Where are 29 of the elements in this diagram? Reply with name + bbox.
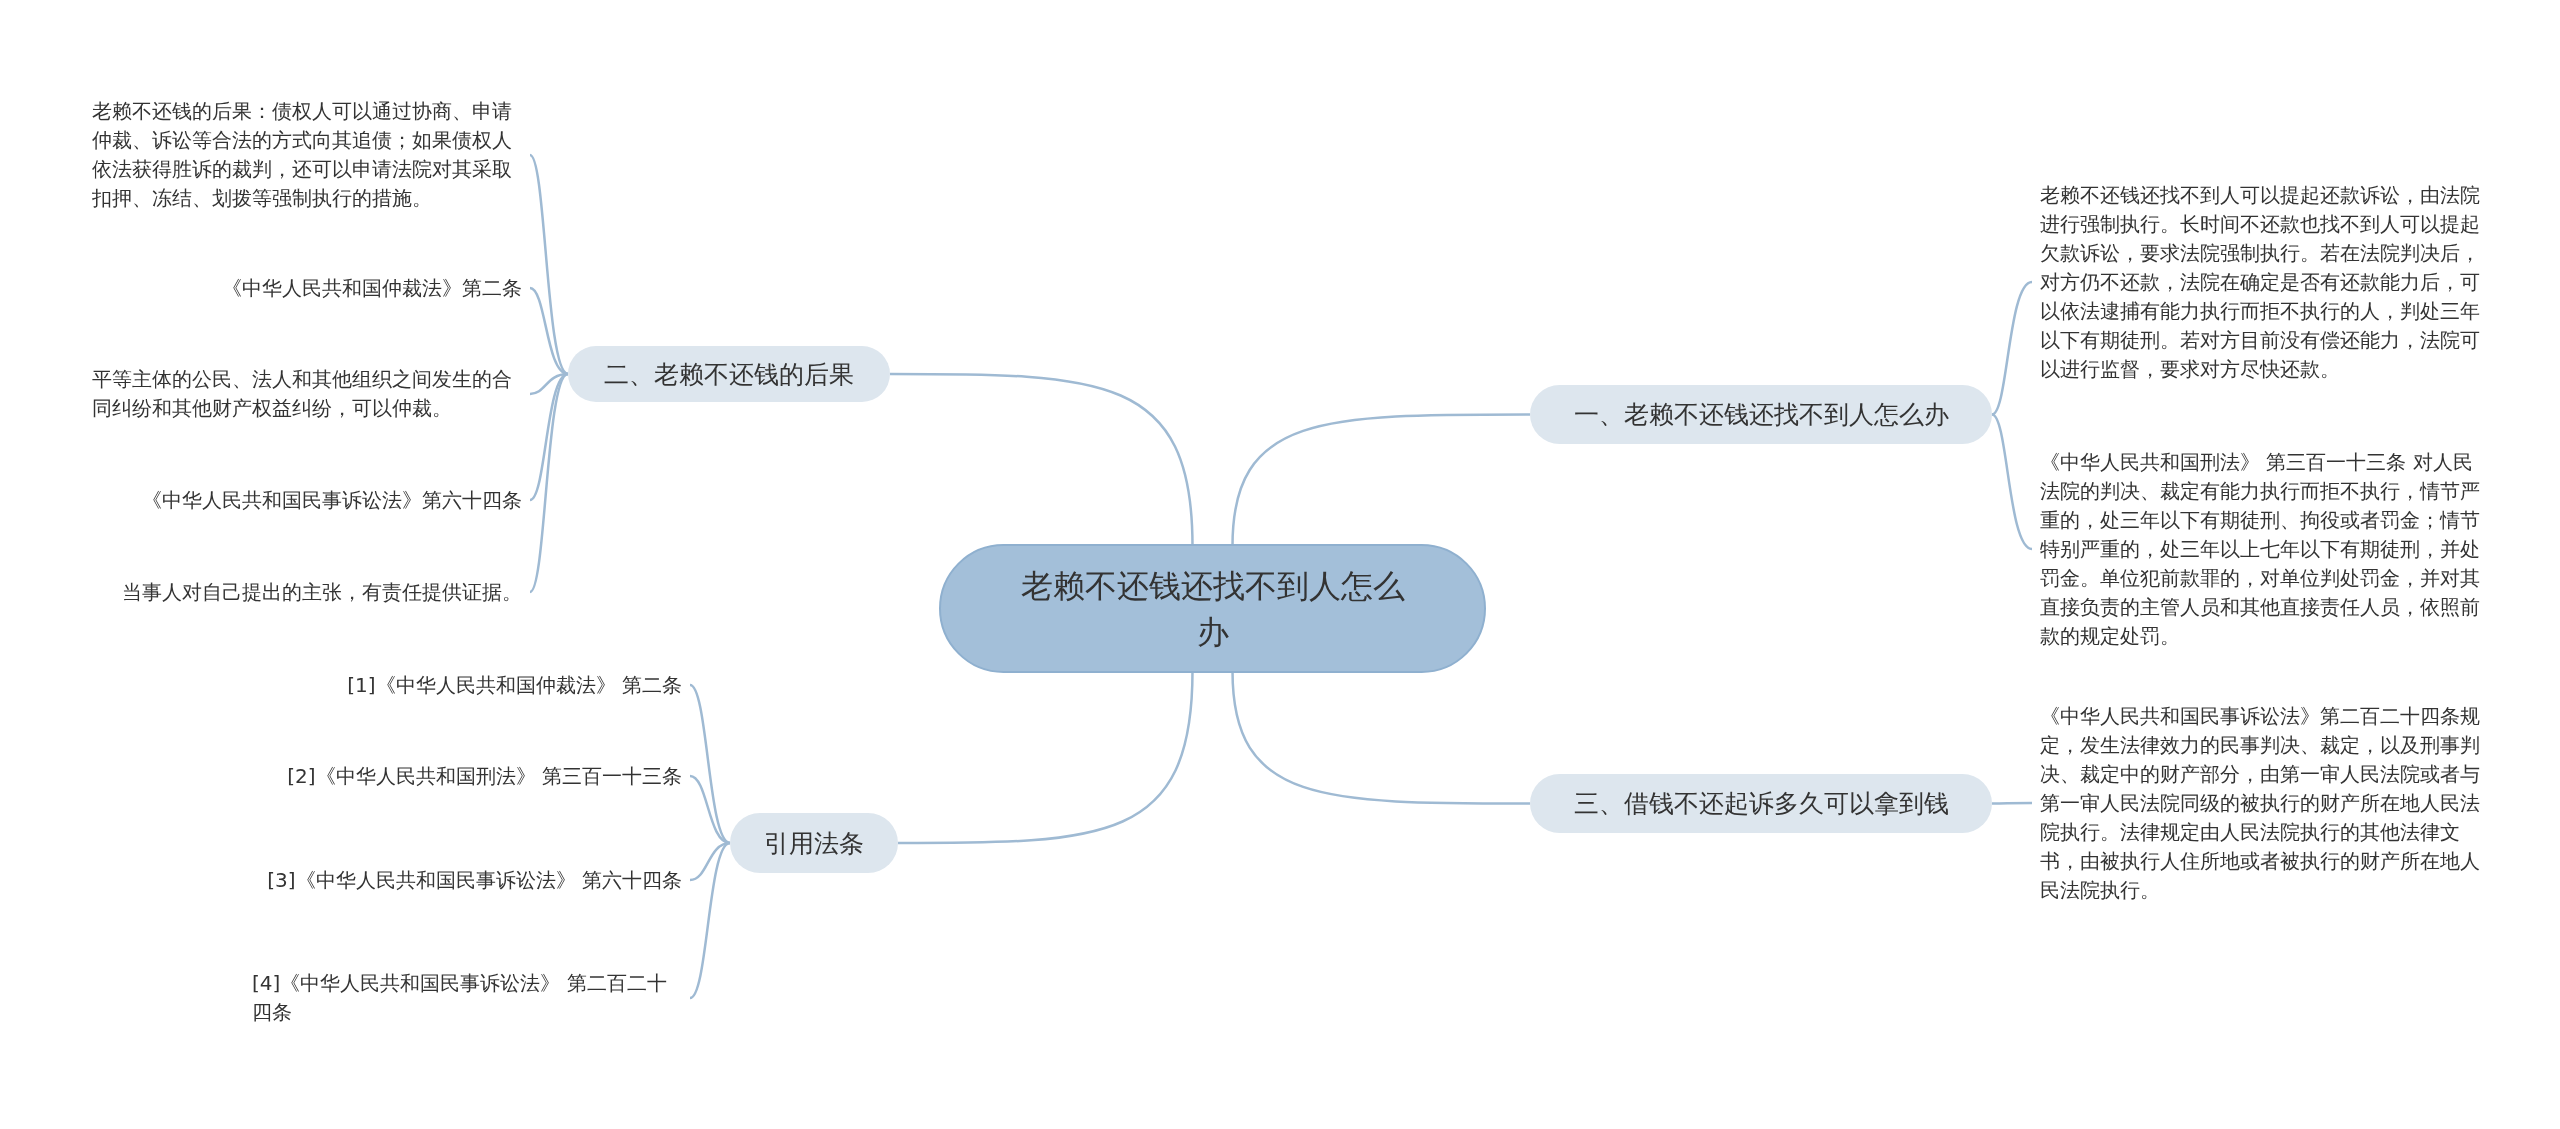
topic-box: 三、借钱不还起诉多久可以拿到钱: [1530, 774, 1992, 833]
connector-line: [1991, 413, 2033, 551]
connector-line: [689, 774, 731, 845]
connector-line: [1991, 280, 2033, 416]
note-text: 老赖不还钱的后果：债权人可以通过协商、申请仲裁、诉讼等合法的方式向其追债；如果债权人依法获得胜诉的裁判，还可以申请法院对其采取扣押、冻结、划拨等强制执行的措施。: [92, 97, 522, 213]
note-text: [1]《中华人民共和国仲裁法》 第二条: [347, 670, 682, 700]
note-text: 当事人对自己提出的主张，有责任提供证据。: [122, 577, 522, 607]
note-text: 平等主体的公民、法人和其他组织之间发生的合同纠纷和其他财产权益纠纷，可以仲裁。: [92, 365, 522, 423]
note-text: 《中华人民共和国民事诉讼法》第六十四条: [142, 485, 522, 515]
note-text: 《中华人民共和国民事诉讼法》第二百二十四条规定，发生法律效力的民事判决、裁定，以及刑事判决、裁定中的财产部分，由第一审人民法院或者与第一审人民法院同级的被执行的财产所在地人民法院执行。法律规定由人民法院执行的其他法律文书，由被执行人住所地或者被执行的财产所在地人民法院执行。: [2040, 701, 2480, 905]
note-text: [3]《中华人民共和国民事诉讼法》 第六十四条: [267, 865, 682, 895]
connector-line: [1231, 670, 1530, 805]
topic-box: 二、老赖不还钱的后果: [568, 346, 890, 402]
topic-box: 一、老赖不还钱还找不到人怎么办: [1530, 385, 1992, 444]
connector-line: [1231, 413, 1530, 547]
note-text: [4]《中华人民共和国民事诉讼法》 第二百二十四条: [252, 969, 682, 1027]
connector-line: [529, 372, 569, 502]
connector-line: [689, 841, 731, 999]
central-topic-box: 老赖不还钱还找不到人怎么办: [939, 544, 1486, 673]
note-text: 《中华人民共和国仲裁法》第二条: [222, 273, 522, 303]
connector-line: [529, 154, 569, 375]
connector-line: [890, 372, 1194, 547]
note-text: [2]《中华人民共和国刑法》 第三百一十三条: [287, 761, 682, 791]
note-text: 老赖不还钱还找不到人可以提起还款诉讼，由法院进行强制执行。长时间不还款也找不到人可以提起欠款诉讼，要求法院强制执行。若在法院判决后，对方仍不还款，法院在确定是否有还款能力后，可以依法逮捕有能力执行而拒不执行的人，判处三年以下有期徒刑。若对方目前没有偿还能力，法院可以进行监督，要求对方尽快还款。: [2040, 180, 2480, 384]
topic-box: 引用法条: [730, 813, 898, 873]
connector-line: [1992, 801, 2032, 805]
connector-line: [529, 373, 569, 593]
note-text: 《中华人民共和国刑法》 第三百一十三条 对人民法院的判决、裁定有能力执行而拒不执行，情节严重的，处三年以下有期徒刑、拘役或者罚金；情节特别严重的，处三年以上七年以下有期徒刑，并处罚金。单位犯前款罪的，对单位判处罚金，并对其直接负责的主管人员和其他直接责任人员，依照前款的规定处罚。: [2040, 447, 2480, 651]
connector-line: [898, 670, 1194, 845]
